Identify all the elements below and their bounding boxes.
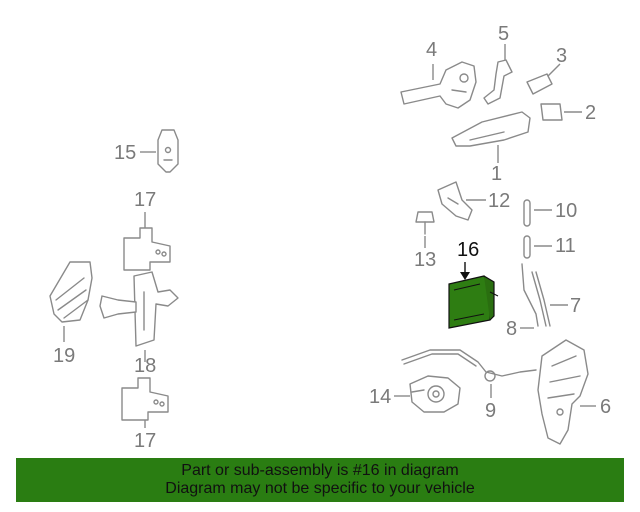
callout-2: 2: [585, 102, 596, 124]
part-1-outside-handle[interactable]: [451, 111, 531, 147]
callout-17-bottom: 17: [134, 430, 156, 452]
callout-7: 7: [570, 295, 581, 317]
part-4-handle-carrier[interactable]: [400, 61, 477, 109]
callout-19: 19: [53, 345, 75, 367]
callout-10: 10: [555, 200, 577, 222]
info-banner: Part or sub-assembly is #16 in diagram D…: [16, 458, 624, 502]
callout-4: 4: [426, 39, 437, 61]
part-12-striker[interactable]: [437, 181, 473, 221]
part-16-control-module[interactable]: [448, 275, 499, 329]
callout-16: 16: [457, 239, 479, 261]
part-6-latch[interactable]: [537, 339, 589, 445]
part-10-pin[interactable]: [523, 199, 531, 227]
callout-9: 9: [485, 400, 496, 422]
callout-12: 12: [488, 190, 510, 212]
part-18-check-strap[interactable]: [99, 271, 179, 347]
part-8-rod[interactable]: [521, 263, 539, 327]
callout-6: 6: [600, 396, 611, 418]
part-7-rod[interactable]: [531, 271, 551, 327]
callout-17-top: 17: [134, 189, 156, 211]
callout-18: 18: [134, 355, 156, 377]
part-3-cap[interactable]: [526, 73, 553, 95]
part-2-end-cap[interactable]: [540, 103, 563, 121]
part-17-hinge-bottom[interactable]: [121, 377, 169, 421]
part-19-seal[interactable]: [49, 261, 93, 323]
callout-5: 5: [498, 23, 509, 45]
part-9-cable[interactable]: [401, 349, 537, 382]
part-11-pin[interactable]: [523, 235, 531, 259]
callout-13: 13: [414, 249, 436, 271]
part-14-actuator[interactable]: [409, 375, 461, 413]
callout-16-arrowhead: [460, 272, 470, 280]
part-5-bracket[interactable]: [483, 59, 513, 105]
callout-3: 3: [556, 45, 567, 67]
part-13-bolt[interactable]: [415, 211, 435, 235]
part-17-hinge-top[interactable]: [123, 227, 171, 271]
callout-8: 8: [506, 318, 517, 340]
callout-11: 11: [555, 235, 576, 257]
banner-line-2: Diagram may not be specific to your vehi…: [165, 480, 475, 497]
callout-1: 1: [491, 163, 502, 185]
callout-14: 14: [369, 386, 391, 408]
banner-line-1: Part or sub-assembly is #16 in diagram: [181, 462, 459, 479]
part-15-key-fob[interactable]: [157, 129, 179, 173]
parts-diagram: 4 5 3 2 1 15 17 18: [49, 23, 611, 452]
callout-15: 15: [114, 142, 136, 164]
